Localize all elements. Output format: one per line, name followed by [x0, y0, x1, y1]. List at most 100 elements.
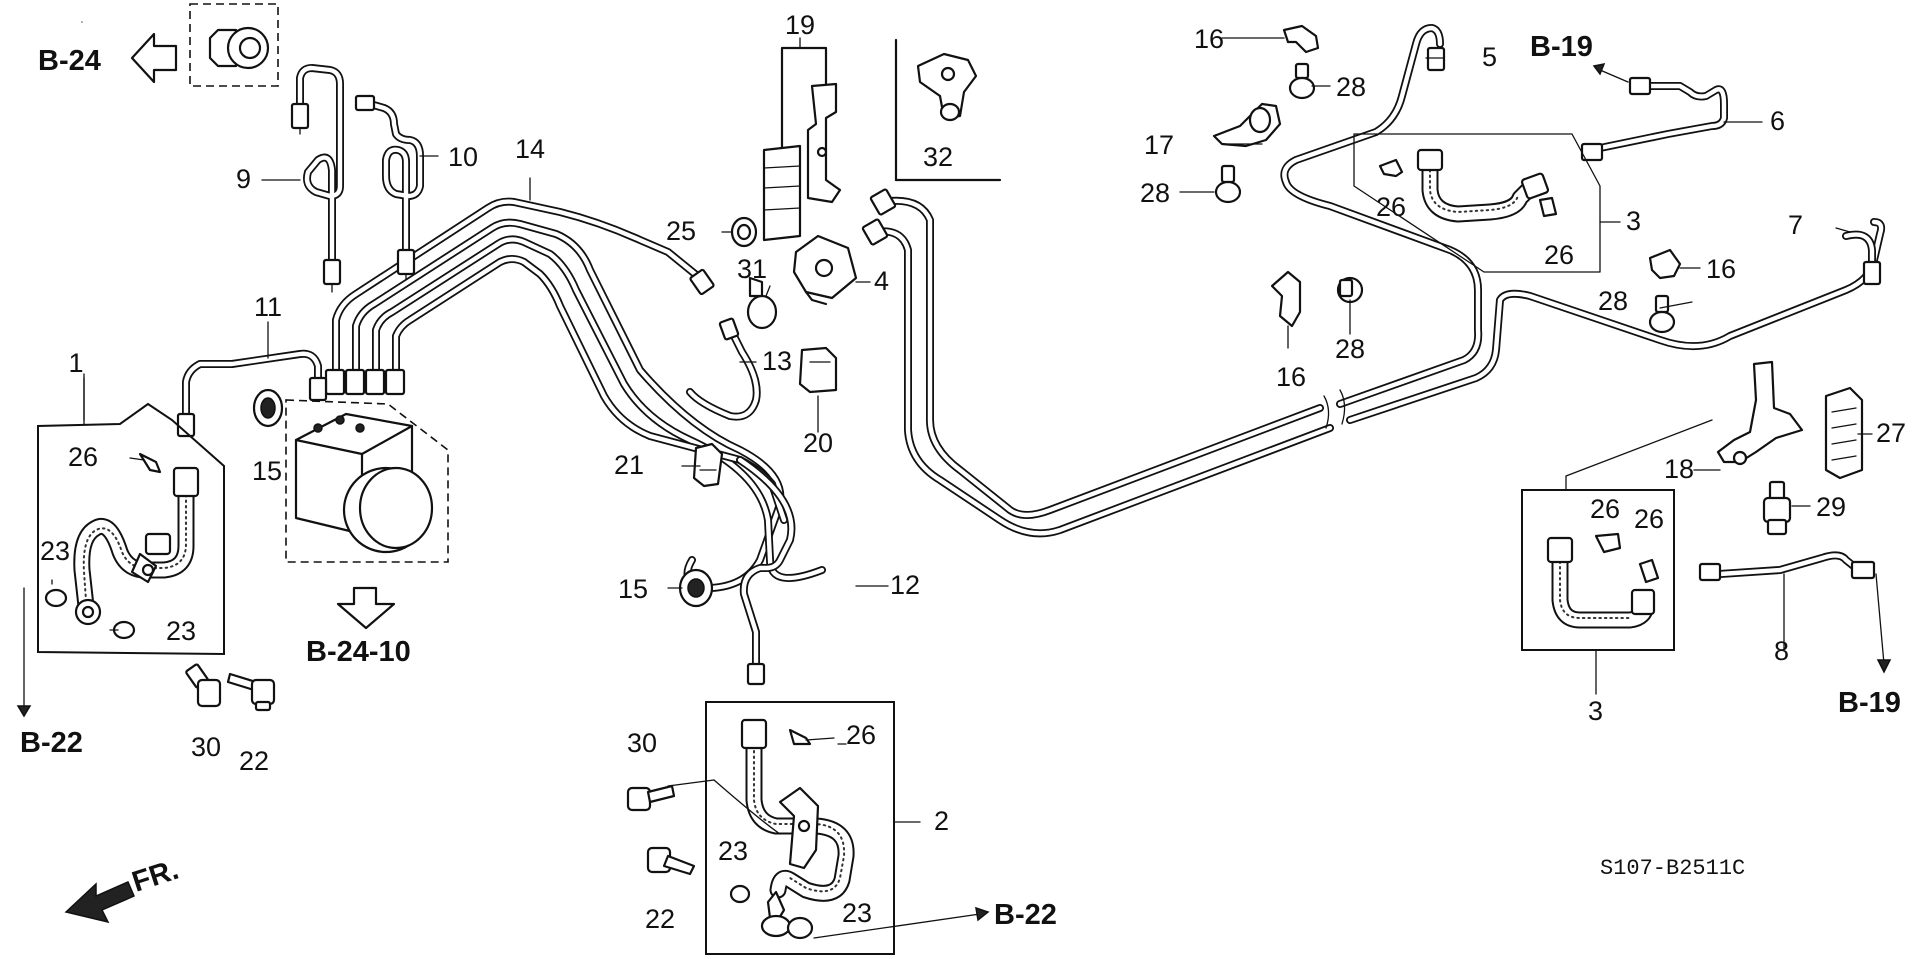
front-direction-arrow-icon: [64, 881, 135, 924]
bolt-28-top: [1288, 62, 1316, 100]
ref-b22-left[interactable]: B-22: [20, 727, 83, 759]
brake-pipe-6: B-19: [1530, 31, 1728, 162]
bolt-29: [1762, 480, 1792, 536]
clip-17: [1212, 102, 1282, 148]
callout-16-top: 16: [1194, 24, 1224, 54]
b24-reference: B-24: [38, 3, 279, 87]
bolt-31: [746, 276, 778, 330]
callout-23-left-lower: 23: [166, 616, 196, 646]
callout-10: 10: [448, 142, 478, 172]
callout-leaders: [83, 37, 1873, 823]
bolt-22-left: [226, 672, 276, 712]
callout-5: 5: [1482, 42, 1497, 72]
ref-b19-top[interactable]: B-19: [1530, 31, 1593, 63]
ref-b22-bottom[interactable]: B-22: [994, 899, 1057, 931]
callout-30-centre: 30: [627, 728, 657, 758]
callout-28-right: 28: [1598, 286, 1628, 316]
bolt-22-centre: [646, 846, 696, 876]
callout-12: 12: [890, 570, 920, 600]
callout-15-left: 15: [252, 456, 282, 486]
callout-31: 31: [737, 254, 767, 284]
callout-4: 4: [874, 266, 889, 296]
grommet-15-left: [252, 388, 284, 428]
callout-22-centre: 22: [645, 904, 675, 934]
callout-3-lower: 3: [1588, 696, 1603, 726]
callout-17: 17: [1144, 130, 1174, 160]
front-direction-indicator: FR.: [64, 854, 183, 924]
diagram-code: S107-B2511C: [1600, 856, 1745, 881]
clip-21: [692, 442, 724, 488]
callout-27: 27: [1876, 418, 1906, 448]
front-left-hose-assembly: B-22: [16, 21, 225, 759]
callout-23-centre-upper: 23: [718, 836, 748, 866]
brake-pipe-12: [736, 456, 796, 686]
callout-16-right: 16: [1706, 254, 1736, 284]
clip-27: [1824, 386, 1864, 480]
brake-pipe-centre-upper: [872, 24, 1886, 538]
callout-8: 8: [1774, 636, 1789, 666]
brake-pipe-10: [354, 94, 424, 281]
bolt-25: [730, 216, 758, 248]
callout-7: 7: [1788, 210, 1803, 240]
rear-hose-assembly-lower: [1521, 419, 1713, 695]
callout-23-centre-lower: 23: [842, 898, 872, 928]
clip-16-right: [1648, 248, 1682, 280]
hollow-arrow-icon: [336, 586, 396, 630]
callout-26-upper-a: 26: [1376, 192, 1406, 222]
brake-pipe-9: [290, 64, 344, 293]
hollow-arrow-icon: [130, 32, 178, 84]
abs-modulator: B-24-10: [285, 399, 449, 668]
grommet-15-centre: [678, 568, 714, 608]
rear-hose-assembly-upper: [1353, 133, 1601, 273]
callout-26-centre: 26: [846, 720, 876, 750]
callout-numbers: 1 2 3 3 4 5 6 7 8 9 10 11 12 13 14 15 15…: [40, 10, 1906, 934]
callout-18: 18: [1664, 454, 1694, 484]
callout-30-left: 30: [191, 732, 221, 762]
callout-28-left: 28: [1140, 178, 1170, 208]
callout-26-lower-b: 26: [1634, 504, 1664, 534]
brake-pipe-8: B-19: [1698, 551, 1901, 719]
ref-b19-right[interactable]: B-19: [1838, 687, 1901, 719]
pipe-fittings: [324, 46, 1446, 396]
callout-16-mid: 16: [1276, 362, 1306, 392]
callout-9: 9: [236, 164, 251, 194]
callout-28-mid: 28: [1335, 334, 1365, 364]
callout-20: 20: [803, 428, 833, 458]
brake-pipe-11: [176, 349, 328, 438]
callout-26-left: 26: [68, 442, 98, 472]
callout-2: 2: [934, 806, 949, 836]
bolt-30-left: [185, 663, 222, 708]
clip-20: [798, 346, 838, 394]
callout-14: 14: [515, 134, 545, 164]
callout-29: 29: [1816, 492, 1846, 522]
ref-b2410[interactable]: B-24-10: [306, 636, 411, 668]
callout-25: 25: [666, 216, 696, 246]
callout-22-left: 22: [239, 746, 269, 776]
bolt-28-left: [1214, 164, 1242, 204]
clip-16-mid: [1270, 270, 1302, 328]
callout-21: 21: [614, 450, 644, 480]
callout-11: 11: [254, 292, 282, 322]
bracket-18: [1716, 360, 1804, 466]
bolt-28-right: [1648, 294, 1676, 334]
front-right-hose-assembly: B-22: [667, 701, 1057, 955]
callout-28-top: 28: [1336, 72, 1366, 102]
part-32: [894, 38, 1002, 182]
ref-b24[interactable]: B-24: [38, 45, 101, 77]
callout-13: 13: [762, 346, 792, 376]
clip-4: [792, 234, 858, 306]
callout-32: 32: [923, 142, 953, 172]
clip-16-top: [1282, 24, 1320, 54]
clip-bracket-19: [762, 46, 842, 242]
callout-15-centre: 15: [618, 574, 648, 604]
callout-6: 6: [1770, 106, 1785, 136]
callout-23-left-upper: 23: [40, 536, 70, 566]
callout-26-lower-a: 26: [1590, 494, 1620, 524]
bolt-28-mid: [1336, 276, 1364, 304]
front-label: FR.: [128, 854, 182, 899]
callout-26-upper-b: 26: [1544, 240, 1574, 270]
bolt-30-centre: [626, 784, 676, 812]
callout-1: 1: [68, 348, 83, 378]
